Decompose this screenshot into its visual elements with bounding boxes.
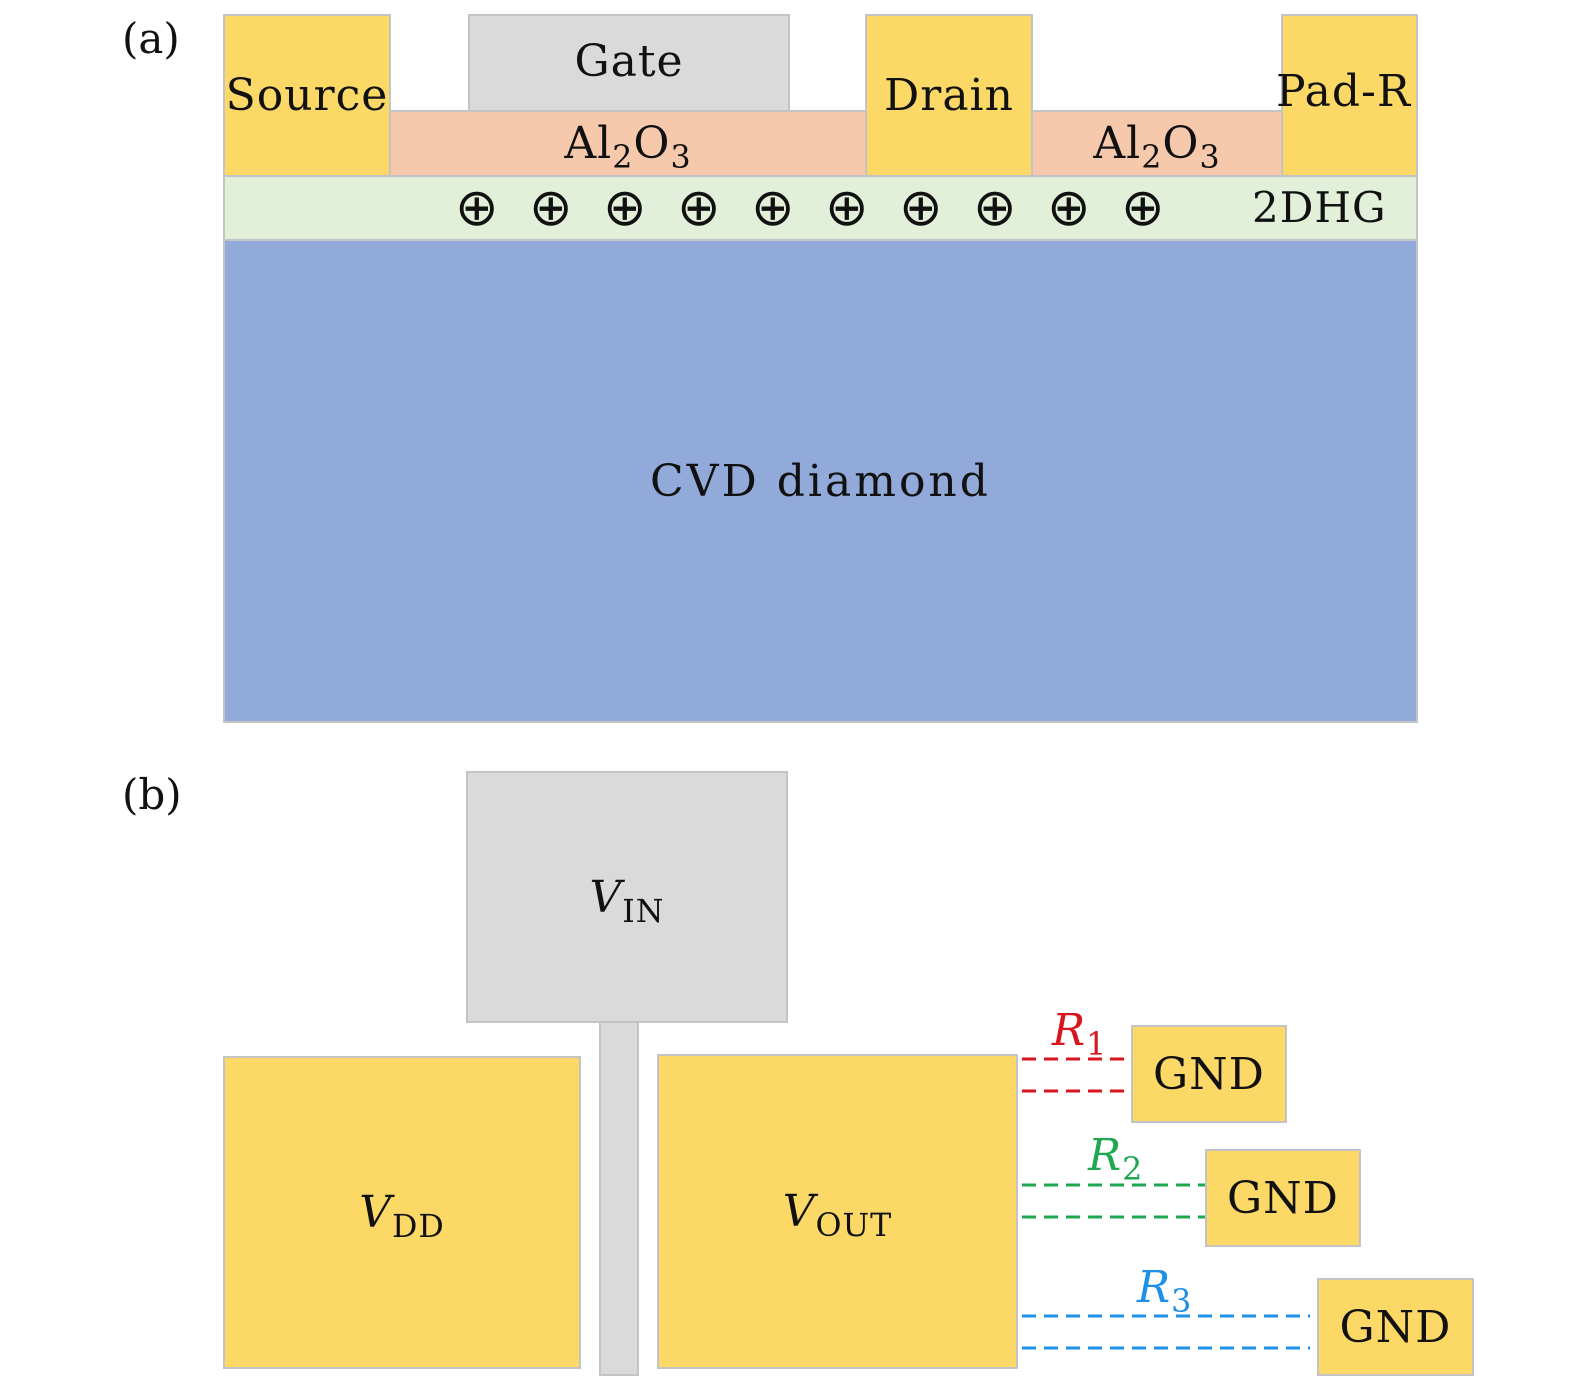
gate-label: Gate — [574, 36, 684, 87]
vdd-label: VDD — [359, 1187, 445, 1246]
r3-label: R3 — [1137, 1262, 1193, 1321]
vdd-pad: VDD — [223, 1056, 581, 1369]
hole-symbol: ⊕ — [1047, 178, 1091, 238]
2dhg-label: 2DHG — [1252, 183, 1387, 232]
gate-stem — [599, 1020, 639, 1376]
gnd-label-2: GND — [1227, 1172, 1339, 1224]
gnd-pad-1: GND — [1131, 1025, 1287, 1123]
hole-symbol: ⊕ — [751, 178, 795, 238]
vout-pad: VOUT — [657, 1054, 1018, 1369]
drain-label: Drain — [884, 70, 1014, 121]
substrate-label: CVD diamond — [650, 455, 991, 507]
cvd-diamond-substrate: CVD diamond — [223, 239, 1418, 723]
al2o3-label-right: Al2O3 — [1093, 118, 1221, 177]
hole-symbol: ⊕ — [973, 178, 1017, 238]
al2o3-layer-left: Al2O3 — [389, 110, 867, 177]
hole-symbol: ⊕ — [455, 178, 499, 238]
gnd-pad-2: GND — [1205, 1149, 1361, 1247]
hole-row: ⊕ ⊕ ⊕ ⊕ ⊕ ⊕ ⊕ ⊕ ⊕ ⊕ — [455, 180, 1195, 236]
hole-symbol: ⊕ — [677, 178, 721, 238]
hole-symbol: ⊕ — [603, 178, 647, 238]
vout-label: VOUT — [782, 1186, 893, 1245]
hole-symbol: ⊕ — [1121, 178, 1165, 238]
panel-a-label: (a) — [122, 14, 180, 63]
r1-label: R1 — [1052, 1005, 1108, 1064]
source-label: Source — [225, 70, 389, 121]
hole-symbol: ⊕ — [825, 178, 869, 238]
vin-label: VIN — [589, 871, 665, 930]
r2-label: R2 — [1088, 1130, 1144, 1189]
hole-symbol: ⊕ — [529, 178, 573, 238]
pad-r-contact — [1281, 14, 1418, 177]
hole-symbol: ⊕ — [899, 178, 943, 238]
gnd-label-1: GND — [1153, 1048, 1265, 1100]
gate-contact: Gate — [468, 14, 790, 112]
al2o3-label-left: Al2O3 — [564, 118, 692, 177]
source-contact: Source — [223, 14, 391, 177]
pad-r-label: Pad-R — [1276, 66, 1412, 117]
al2o3-layer-right: Al2O3 — [1031, 110, 1283, 177]
gnd-label-3: GND — [1339, 1301, 1452, 1353]
gnd-pad-3: GND — [1317, 1278, 1474, 1376]
panel-b-label: (b) — [122, 770, 182, 819]
drain-contact: Drain — [865, 14, 1033, 177]
vin-pad: VIN — [466, 771, 788, 1023]
